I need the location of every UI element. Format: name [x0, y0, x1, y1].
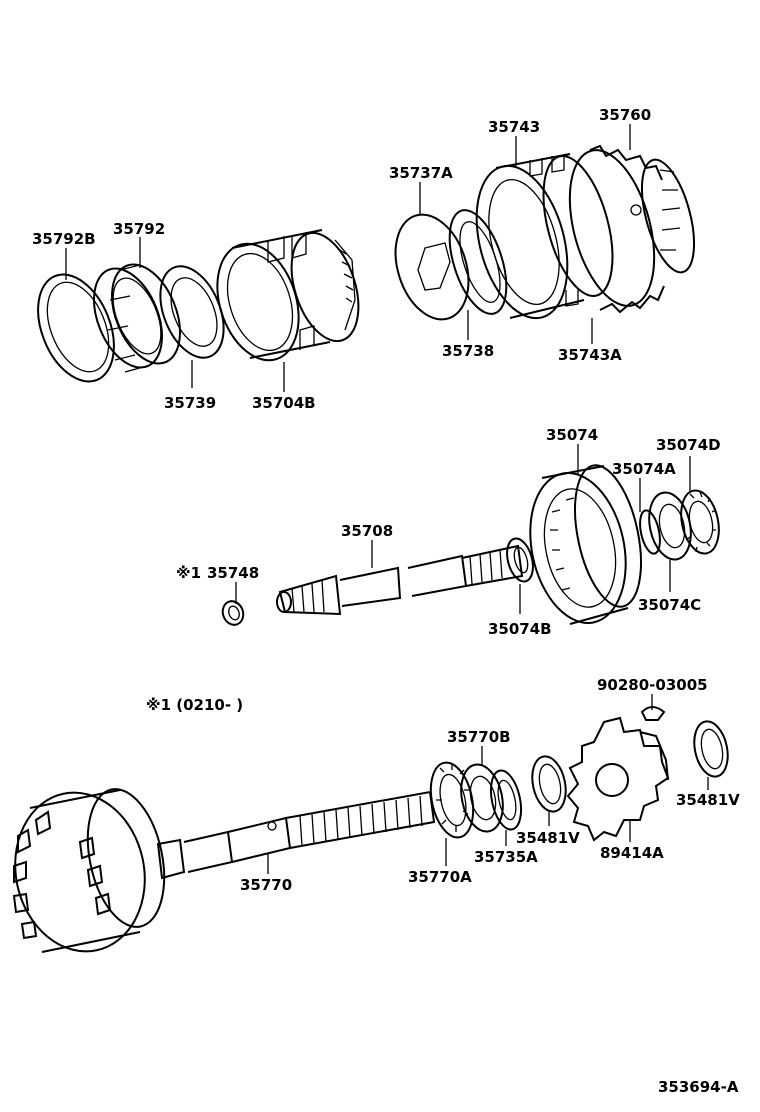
note-mark: ※1: [176, 564, 201, 582]
part-35739-washer: [159, 265, 225, 359]
label-35737A: 35737A: [389, 164, 453, 182]
note-text: ※1 (0210- ): [146, 696, 243, 714]
label-35074C: 35074C: [638, 596, 701, 614]
label-35770A: 35770A: [408, 868, 472, 886]
leader-lines: [65, 124, 709, 874]
part-35792-bearing: [93, 263, 181, 373]
label-35074A: 35074A: [612, 460, 676, 478]
figure-id: 353694-A: [658, 1078, 739, 1096]
part-35074-ring-gear: [529, 464, 642, 625]
label-35792: 35792: [113, 220, 165, 238]
label-35743A: 35743A: [558, 346, 622, 364]
label-35792B: 35792B: [32, 230, 96, 248]
part-35481V-snap-ring-b: [693, 720, 729, 778]
label-35708: 35708: [341, 522, 393, 540]
label-35074: 35074: [546, 426, 598, 444]
part-35074D-bearing: [680, 489, 720, 555]
label-35735A: 35735A: [474, 848, 538, 866]
label-35481V-b: 35481V: [676, 791, 740, 809]
part-35074B-washer: [506, 537, 534, 583]
part-35737A-plate: [394, 213, 470, 321]
part-90280-03005-key: [640, 706, 666, 721]
part-35708-shaft: [276, 544, 524, 616]
part-35735A-ring: [489, 769, 523, 831]
label-35760: 35760: [599, 106, 651, 124]
label-35739: 35739: [164, 394, 216, 412]
label-35481V-a: 35481V: [516, 829, 580, 847]
part-35748-collar: [221, 600, 245, 626]
part-35704B-clutch-drum: [216, 229, 360, 362]
part-35760-sun-gear: [568, 144, 696, 314]
part-35770A-bearing: [429, 761, 475, 839]
label-35748: 35748: [207, 564, 259, 582]
label-35074D: 35074D: [656, 436, 721, 454]
label-35770: 35770: [240, 876, 292, 894]
label-90280-03005: 90280-03005: [597, 676, 708, 694]
label-35743: 35743: [488, 118, 540, 136]
part-35074A-washer: [639, 509, 661, 555]
part-35481V-snap-ring-a: [531, 755, 567, 813]
label-35738: 35738: [442, 342, 494, 360]
part-35743-clutch-hub: [475, 153, 614, 320]
part-35770B-race: [460, 763, 504, 833]
part-labels: 35792B 35792 35739 35704B 35737A 35743 3…: [32, 106, 740, 1096]
label-35704B: 35704B: [252, 394, 316, 412]
label-35770B: 35770B: [447, 728, 511, 746]
label-89414A: 89414A: [600, 844, 664, 862]
label-35074B: 35074B: [488, 620, 552, 638]
part-35792B-ring: [37, 273, 115, 383]
part-35770-drum-shaft: [12, 788, 436, 953]
part-89414A-rotor: [566, 716, 670, 842]
